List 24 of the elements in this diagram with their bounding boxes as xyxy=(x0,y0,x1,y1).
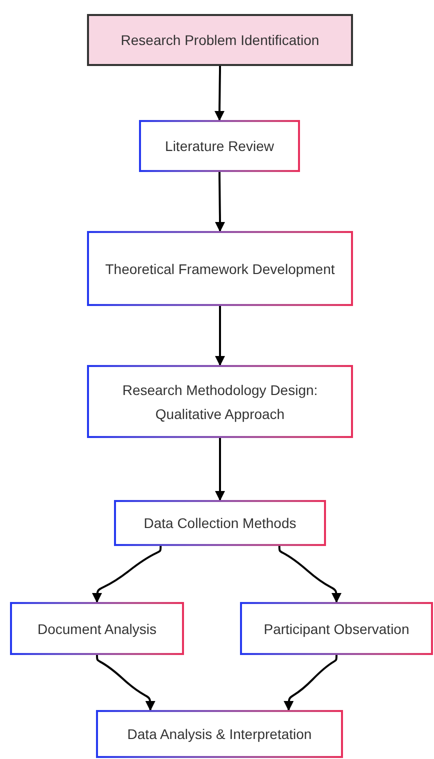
box-label: Theoretical Framework Development xyxy=(105,260,335,279)
start-box xyxy=(87,14,353,66)
arrow xyxy=(92,546,162,603)
box-label: Data Analysis & Interpretation xyxy=(127,725,312,744)
box-label: Research Problem Identification xyxy=(120,31,320,50)
process-box xyxy=(87,231,353,306)
arrow xyxy=(215,306,225,366)
process-box xyxy=(10,602,184,655)
process-box xyxy=(96,710,343,758)
box-label: Data Collection Methods xyxy=(144,514,296,533)
box-label: Document Analysis xyxy=(37,620,157,639)
arrow xyxy=(278,546,342,603)
process-box xyxy=(114,500,326,546)
arrow xyxy=(214,66,224,121)
arrow xyxy=(284,655,338,711)
arrow xyxy=(215,172,225,232)
arrow xyxy=(96,655,156,711)
box-label: Research Methodology Design: Qualitative Approach xyxy=(121,380,319,424)
box-label: Literature Review xyxy=(165,137,274,156)
process-box xyxy=(240,602,433,655)
arrow xyxy=(215,438,225,501)
process-box xyxy=(87,365,353,438)
box-label: Participant Observation xyxy=(264,620,410,639)
process-box xyxy=(139,120,300,172)
